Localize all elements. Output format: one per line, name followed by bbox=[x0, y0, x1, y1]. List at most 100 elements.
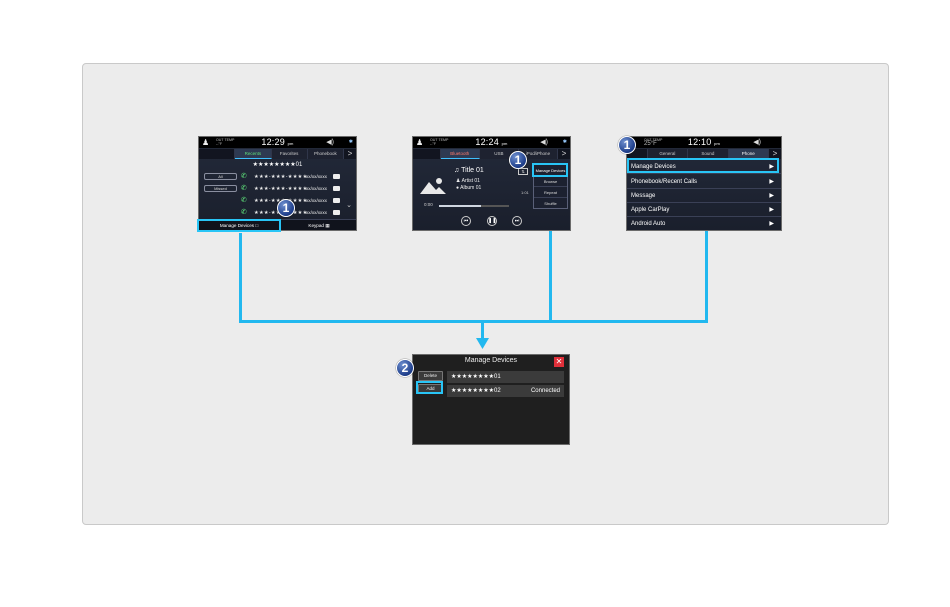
out-temp-value: 25°F bbox=[644, 141, 657, 147]
settings-item-android-auto[interactable]: Android Auto ▶ bbox=[627, 217, 781, 230]
track-album: ● Album 01 bbox=[456, 185, 481, 191]
menu-item-repeat[interactable]: Repeat bbox=[534, 187, 567, 198]
highlight-add-button bbox=[416, 381, 443, 394]
manage-devices-screen: Manage Devices ✕ Delete Add ★★★★★★★★01 ★… bbox=[412, 354, 570, 445]
filter-all-button[interactable]: All bbox=[204, 173, 237, 180]
clock-ampm: pm bbox=[287, 141, 294, 146]
chevron-right-icon: ▶ bbox=[769, 179, 774, 185]
album-text: Album 01 bbox=[460, 185, 482, 191]
message-icon bbox=[333, 210, 340, 215]
chevron-right-icon: ▶ bbox=[769, 193, 774, 199]
audio-tabs: Bluetooth USB iPod/iPhone > bbox=[413, 149, 570, 159]
device-row[interactable]: ★★★★★★★★02 Connected bbox=[447, 385, 564, 397]
bluetooth-icon: ✱ bbox=[348, 139, 353, 145]
track-title-text: Title 01 bbox=[461, 167, 484, 174]
person-icon: ♟ bbox=[202, 138, 210, 147]
connector-line-phone-down bbox=[239, 233, 242, 323]
device-name: ★★★★★★★★02 bbox=[451, 388, 501, 394]
tab-recents[interactable]: Recents bbox=[235, 149, 272, 159]
person-icon: ♟ bbox=[416, 138, 424, 147]
next-track-button[interactable]: ⏭ bbox=[512, 216, 522, 226]
message-icon bbox=[333, 198, 340, 203]
clock: 12:29 bbox=[261, 137, 285, 147]
call-number: ★★★-★★★-★★★★ bbox=[254, 174, 308, 180]
clock: 12:10 bbox=[687, 137, 712, 147]
device-status: Connected bbox=[530, 388, 560, 394]
manage-devices-title: Manage Devices bbox=[464, 357, 518, 364]
volume-icon: ◀) bbox=[540, 139, 548, 146]
artist-text: Artist 01 bbox=[461, 178, 480, 184]
tab-phonebook[interactable]: Phonebook bbox=[307, 149, 344, 159]
pause-button[interactable]: ❚❚ bbox=[487, 216, 497, 226]
step-badge-1: 1 bbox=[277, 199, 295, 217]
tab-next-arrow[interactable]: > bbox=[772, 149, 778, 158]
call-date: xx/xx/xxxx bbox=[306, 210, 327, 215]
call-date: xx/xx/xxxx bbox=[306, 174, 327, 179]
out-temp-label: OUT TEMP bbox=[216, 138, 235, 142]
settings-item-message[interactable]: Message▶ bbox=[627, 189, 781, 203]
track-number-icon: ⇅ bbox=[518, 168, 528, 175]
clock-ampm: pm bbox=[714, 141, 721, 146]
connector-line-horizontal bbox=[239, 320, 708, 323]
settings-item-apple-carplay[interactable]: Apple CarPlay▶ bbox=[627, 203, 781, 217]
keypad-label: Keypad bbox=[308, 223, 324, 228]
settings-item-label: Android Auto bbox=[631, 221, 666, 227]
phone-icon: ✆ bbox=[241, 197, 247, 204]
track-title: ♫ Title 01 bbox=[454, 167, 484, 174]
tab-favorites[interactable]: Favorites bbox=[271, 149, 308, 159]
progress-fill bbox=[439, 205, 481, 207]
step-badge-2: 2 bbox=[396, 359, 414, 377]
step-badge-1: 1 bbox=[509, 151, 527, 169]
settings-item-label: Phonebook/Recent Calls bbox=[631, 179, 698, 185]
keypad-button[interactable]: Keypad ▦ bbox=[289, 221, 349, 230]
clock: 12:24 bbox=[475, 137, 499, 147]
filter-missed-button[interactable]: Missed bbox=[204, 185, 237, 192]
status-bar: ♟ OUT TEMP--°F 12:29 pm ◀) ✱ bbox=[199, 137, 356, 148]
device-row[interactable]: ★★★★★★★★01 bbox=[447, 371, 564, 383]
recent-call-row[interactable]: All ✆ ★★★-★★★-★★★★ xx/xx/xxxx bbox=[199, 171, 356, 183]
clock-ampm: pm bbox=[501, 141, 508, 146]
out-temp-label: OUT TEMP bbox=[644, 138, 663, 142]
chevron-right-icon: ▶ bbox=[769, 221, 774, 227]
out-temp-label: OUT TEMP bbox=[430, 138, 449, 142]
arrow-down-icon bbox=[476, 338, 489, 349]
message-icon bbox=[333, 186, 340, 191]
audio-screen: ♟ OUT TEMP--°F 12:24 pm ◀) ✱ Bluetooth U… bbox=[412, 136, 571, 231]
volume-icon: ◀) bbox=[753, 139, 761, 146]
remaining-time: 1:01 bbox=[521, 190, 529, 195]
progress-bar[interactable] bbox=[439, 205, 509, 207]
tab-general[interactable]: General bbox=[647, 149, 689, 159]
tab-next-arrow[interactable]: > bbox=[347, 149, 353, 158]
manage-devices-button[interactable]: Manage Devices □ bbox=[201, 221, 277, 230]
diagram-panel bbox=[82, 63, 889, 525]
menu-item-shuffle[interactable]: Shuffle bbox=[544, 201, 557, 206]
delete-button[interactable]: Delete bbox=[418, 371, 443, 381]
settings-tabs: General Sound Phone > bbox=[627, 149, 781, 159]
close-button[interactable]: ✕ bbox=[554, 357, 564, 367]
call-number: ★★★-★★★-★★★★ bbox=[254, 186, 308, 192]
step-badge-1: 1 bbox=[618, 136, 636, 154]
scroll-down-icon[interactable]: ⌄ bbox=[346, 202, 352, 209]
volume-icon: ◀) bbox=[326, 139, 334, 146]
album-art-icon bbox=[420, 178, 446, 194]
tab-next-arrow[interactable]: > bbox=[561, 149, 567, 158]
out-temp-value: --°F bbox=[430, 142, 437, 146]
settings-item-manage-devices[interactable]: Manage Devices ▶ bbox=[627, 160, 781, 174]
tab-ipod[interactable]: iPod/iPhone bbox=[518, 149, 558, 159]
call-date: xx/xx/xxxx bbox=[306, 198, 327, 203]
chevron-right-icon: ▶ bbox=[769, 164, 774, 170]
connector-line-audio-down bbox=[549, 176, 552, 323]
settings-item-phonebook[interactable]: Phonebook/Recent Calls ▶ bbox=[627, 175, 781, 189]
tab-sound[interactable]: Sound bbox=[688, 149, 729, 159]
settings-item-label: Manage Devices bbox=[631, 164, 676, 170]
bluetooth-icon: ✱ bbox=[562, 139, 567, 145]
recent-call-row[interactable]: Missed ✆ ★★★-★★★-★★★★ xx/xx/xxxx bbox=[199, 183, 356, 195]
tab-bluetooth[interactable]: Bluetooth bbox=[440, 149, 480, 159]
phone-tabs: Recents Favorites Phonebook > bbox=[199, 149, 356, 159]
keypad-icon: ▦ bbox=[325, 223, 330, 228]
phone-screen: ♟ OUT TEMP--°F 12:29 pm ◀) ✱ Recents Fav… bbox=[198, 136, 357, 231]
menu-item-browse[interactable]: Browse bbox=[534, 176, 567, 187]
previous-track-button[interactable]: ⏮ bbox=[461, 216, 471, 226]
